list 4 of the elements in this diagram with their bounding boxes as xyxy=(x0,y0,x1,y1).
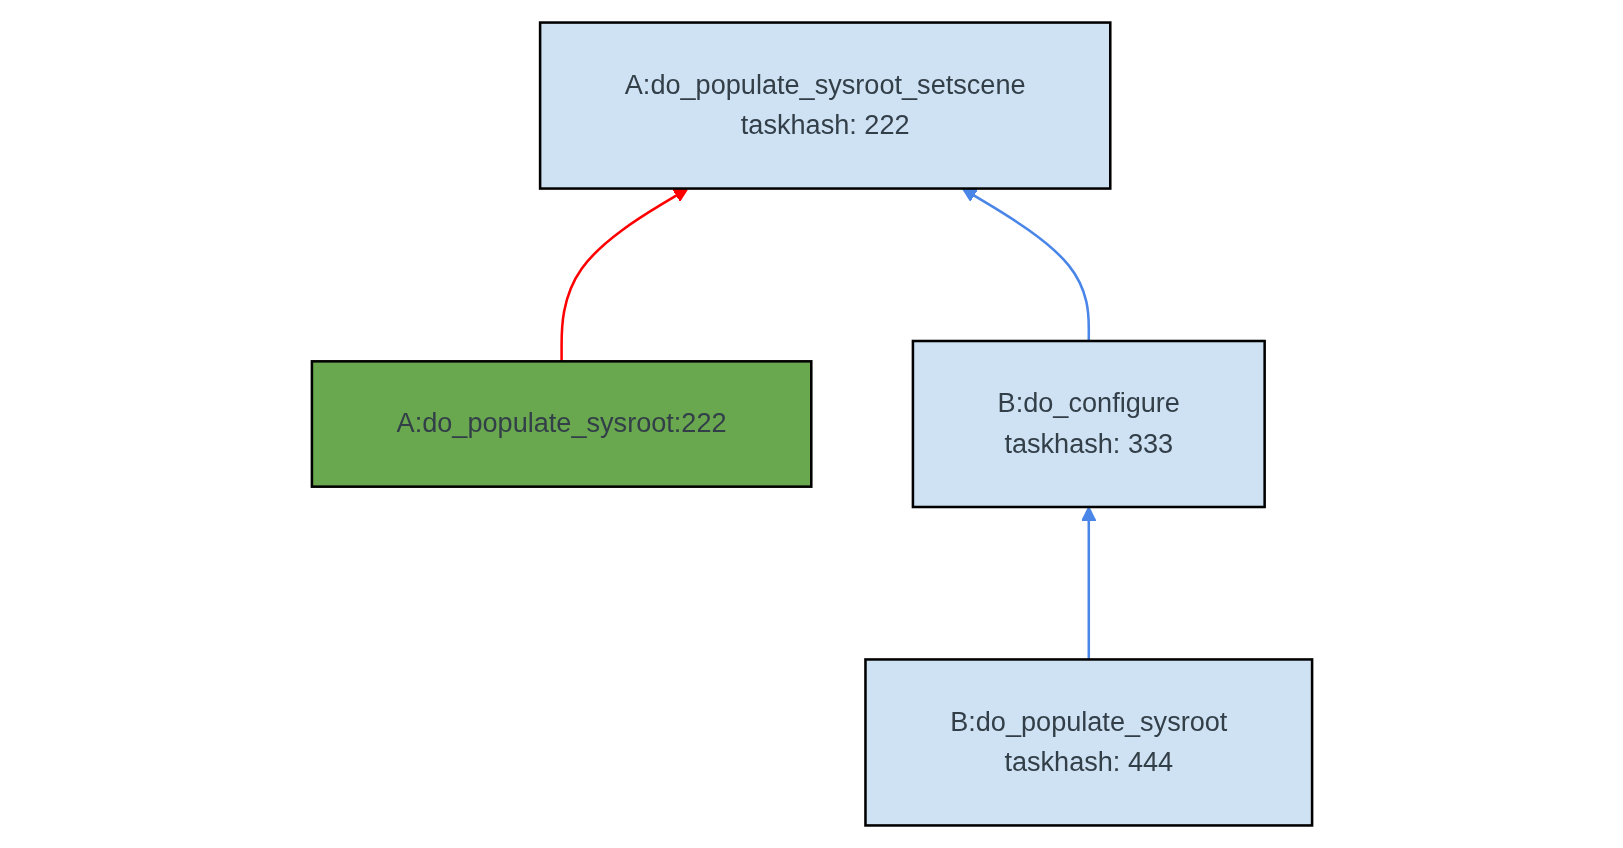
node-box: B:do_populate_sysroot taskhash: 444 xyxy=(863,658,1313,827)
node-box: A:do_populate_sysroot_setscene taskhash: 222 xyxy=(538,21,1112,190)
node-box: B:do_configure taskhash: 333 xyxy=(911,339,1266,509)
node-box: A:do_populate_sysroot:222 xyxy=(310,360,813,488)
